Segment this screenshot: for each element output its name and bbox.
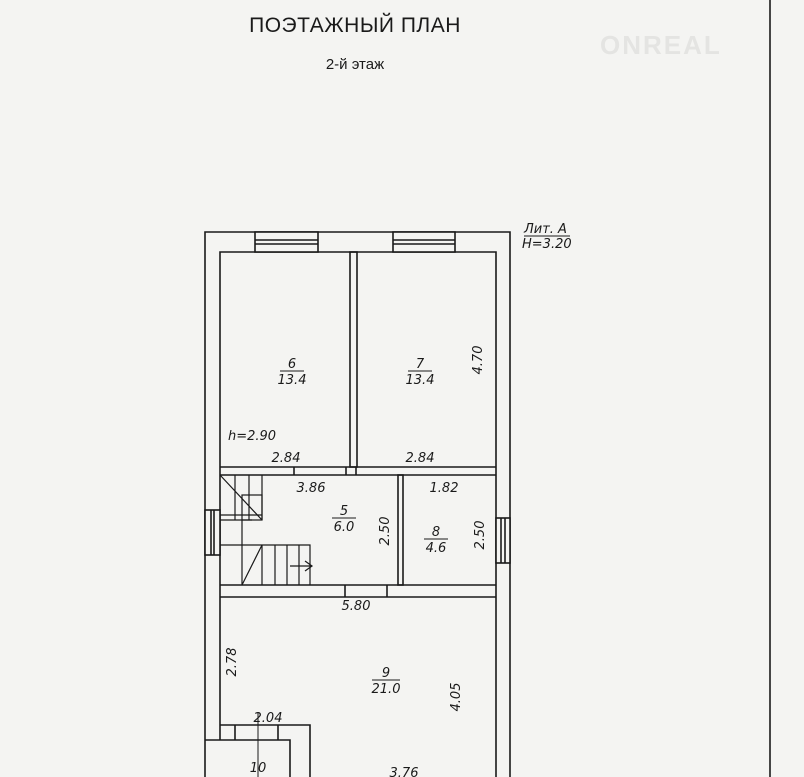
- window-top-right: [392, 231, 456, 253]
- wall-horizontal-upper: [220, 466, 496, 476]
- dim-room8-depth: 2.50: [473, 521, 488, 550]
- dim-room9-left: 2.78: [225, 648, 240, 677]
- dim-room6-width: 2.84: [272, 451, 301, 466]
- inner-wall-line: [219, 251, 497, 777]
- window-left: [204, 509, 221, 556]
- room-10-number: 10: [250, 761, 267, 776]
- dim-room5-width: 3.86: [297, 481, 326, 496]
- watermark: ONREAL: [600, 30, 722, 60]
- staircase: [219, 474, 314, 586]
- wall-5-8: [397, 474, 404, 586]
- floor-subtitle: 2-й этаж: [325, 56, 385, 73]
- height-label: H=3.20: [522, 237, 572, 252]
- dim-room5-depth: 2.50: [378, 517, 393, 546]
- room-9-number: 9: [382, 666, 390, 681]
- wall-6-7: [349, 251, 358, 468]
- dim-room10-width: 2.04: [254, 711, 283, 726]
- window-top-left: [254, 231, 319, 253]
- dim-room8-width: 1.82: [430, 481, 459, 496]
- room-7-number: 7: [416, 357, 425, 372]
- room-7-area: 13.4: [406, 373, 435, 388]
- dim-room7-width: 2.84: [406, 451, 435, 466]
- room-9-area: 21.0: [372, 682, 401, 697]
- room-10-walls: [205, 724, 311, 777]
- room-8-area: 4.6: [426, 541, 447, 556]
- letter-label: Лит. А: [523, 222, 567, 237]
- room-5-number: 5: [340, 504, 348, 519]
- dim-room9-depth: 4.05: [449, 683, 464, 712]
- dim-room9-width: 5.80: [342, 599, 371, 614]
- page-title: ПОЭТАЖНЫЙ ПЛАН: [249, 14, 461, 37]
- dim-room7-depth: 4.70: [471, 346, 486, 375]
- room-6-area: 13.4: [278, 373, 307, 388]
- window-right: [495, 517, 511, 564]
- dim-bottom-width: 3.76: [390, 766, 419, 777]
- ceiling-label: h=2.90: [228, 429, 276, 444]
- room-6-number: 6: [288, 357, 296, 372]
- wall-horizontal-lower: [220, 584, 496, 598]
- room-5-area: 6.0: [334, 520, 355, 535]
- room-8-number: 8: [432, 525, 440, 540]
- outer-wall: [204, 231, 511, 777]
